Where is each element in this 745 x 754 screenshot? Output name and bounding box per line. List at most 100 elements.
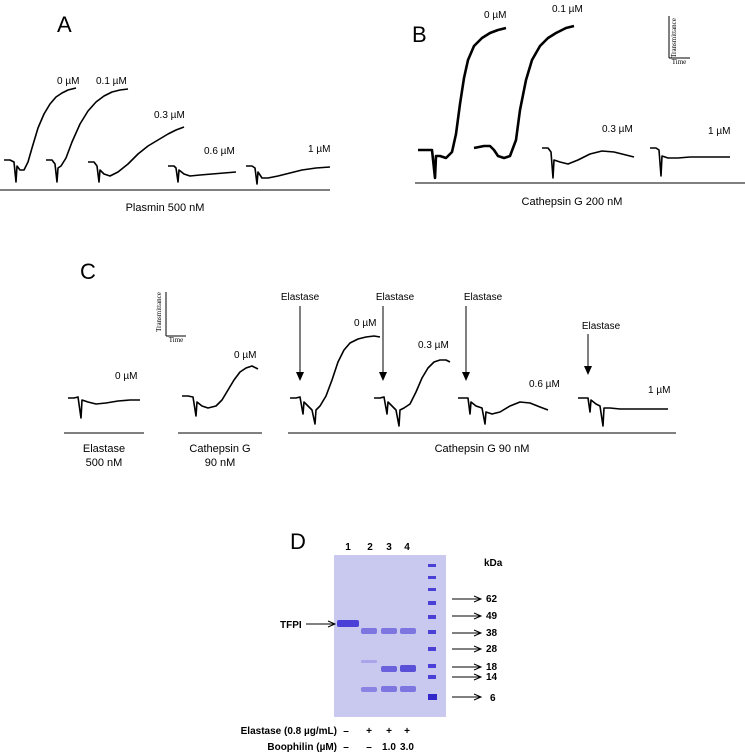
panel-d-band-l2-mid [361, 660, 377, 663]
panel-d-ladder-band [428, 694, 437, 700]
panel-d-lane-1: 1 [345, 542, 351, 553]
panel-b-letter: B [412, 22, 427, 47]
panel-c-trace-cathepsin [182, 365, 259, 417]
panel-c-arrow-2-head [379, 372, 387, 381]
panel-d-marker-62: 62 [486, 594, 498, 605]
panel-a-caption: Plasmin 500 nM [126, 202, 205, 214]
panel-c-conc-5: 1 µM [648, 385, 670, 396]
panel-d-boophilin-label: Boophilin (µM) [267, 742, 337, 753]
panel-d-boophilin-lane-4: 3.0 [400, 742, 414, 753]
panel-c-conc-2: 0 µM [354, 318, 376, 329]
panel-d-ladder-band [428, 664, 436, 668]
panel-d-ladder-band [428, 630, 436, 634]
panel-c-caption-elastase-2: 500 nM [86, 457, 123, 469]
panel-b-scale-y-label: Transmittance [670, 18, 678, 58]
panel-b-conc-3: 1 µM [708, 126, 730, 137]
panel-c-caption-cathepsin-1: Cathepsin G [189, 443, 250, 455]
panel-d-elastase-lane-4: + [404, 726, 410, 737]
panel-d-ladder-band [428, 576, 436, 579]
panel-b-trace-0.1uM [473, 24, 575, 160]
panel-d-marker-18: 18 [486, 662, 498, 673]
panel-d-kda-label: kDa [484, 558, 503, 569]
panel-b-conc-1: 0.1 µM [552, 4, 583, 15]
panel-b-trace-1uM [650, 147, 730, 177]
panel-b-caption: Cathepsin G 200 nM [522, 196, 623, 208]
panel-d-band-l3-low [381, 686, 397, 692]
panel-d-marker-arrows [452, 595, 483, 701]
panel-b-conc-2: 0.3 µM [602, 124, 633, 135]
panel-d-ladder-band [428, 601, 436, 605]
panel-b-conc-0: 0 µM [484, 10, 506, 21]
panel-d-elastase-lane-2: + [366, 726, 372, 737]
panel-d-lane-2: 2 [367, 542, 373, 553]
panel-c-conc-1: 0 µM [234, 350, 256, 361]
panel-d-boophilin-lane-2: – [366, 742, 372, 753]
panel-c-arrow-label-2: Elastase [376, 292, 415, 303]
panel-a-conc-3: 0.6 µM [204, 146, 235, 157]
panel-d-band-l3-38 [381, 628, 397, 634]
panel-d-ladder-band [428, 615, 436, 619]
panel-a-conc-1: 0.1 µM [96, 76, 127, 87]
panel-c-caption-group: Cathepsin G 90 nM [435, 443, 530, 455]
panel-b-trace-0uM [418, 26, 507, 180]
panel-c-conc-4: 0.6 µM [529, 379, 560, 390]
panel-c-arrow-4-head [584, 366, 592, 375]
panel-d-ladder-band [428, 588, 436, 591]
panel-d-ladder-band [428, 564, 436, 567]
panel-a-trace-0.1uM [46, 88, 129, 183]
panel-d-elastase-label: Elastase (0.8 µg/mL) [241, 726, 337, 737]
panel-d-lane-4: 4 [404, 542, 410, 553]
panel-d-band-tfpi [337, 620, 359, 627]
panel-c-trace-combo-0.6uM [458, 397, 549, 425]
panel-d-marker-49: 49 [486, 611, 498, 622]
panel-d-tfpi-label: TFPI [280, 620, 302, 631]
panel-d-band-l4-38 [400, 628, 416, 634]
panel-c-conc-0: 0 µM [115, 371, 137, 382]
panel-d-ladder-band [428, 647, 436, 651]
panel-c-arrow-label-3: Elastase [464, 292, 503, 303]
panel-c-trace-combo-0uM [290, 335, 381, 425]
panel-c-arrow-3-head [462, 372, 470, 381]
panel-d-gel [334, 555, 446, 717]
panel-c-trace-elastase [68, 396, 140, 419]
panel-c-letter: C [80, 259, 96, 284]
panel-c-arrow-label-4: Elastase [582, 321, 621, 332]
panel-d-ladder-band [428, 675, 436, 679]
panel-c-trace-combo-0.3uM [374, 359, 451, 427]
panel-c-arrow-1-head [296, 372, 304, 381]
panel-c-caption-cathepsin-2: 90 nM [205, 457, 236, 469]
panel-d-letter: D [290, 529, 306, 554]
panel-c-scale-x-label: Time [169, 336, 184, 344]
panel-a-letter: A [57, 12, 72, 37]
panel-a-trace-1uM [246, 165, 331, 185]
panel-b-scale-x-label: Time [672, 58, 687, 66]
panel-c-arrow-label-1: Elastase [281, 292, 320, 303]
panel-d-elastase-lane-3: + [386, 726, 392, 737]
panel-d-boophilin-lane-1: – [343, 742, 349, 753]
panel-d-marker-38: 38 [486, 628, 498, 639]
panel-c-caption-elastase-1: Elastase [83, 443, 125, 455]
panel-b-trace-0.3uM [542, 147, 635, 179]
panel-a-conc-4: 1 µM [308, 144, 330, 155]
panel-c-trace-combo-1uM [578, 397, 668, 427]
panel-c-scale-y-label: Transmittance [155, 292, 163, 332]
panel-a-conc-2: 0.3 µM [154, 110, 185, 121]
panel-a-trace-0.6uM [168, 165, 237, 183]
panel-a-trace-0.3uM [88, 126, 185, 183]
panel-a-conc-0: 0 µM [57, 76, 79, 87]
panel-a-trace-0uM [4, 87, 77, 183]
panel-d-marker-14: 14 [486, 672, 498, 683]
panel-d-band-l4-low [400, 686, 416, 692]
panel-d-boophilin-lane-3: 1.0 [382, 742, 396, 753]
panel-d-band-l2-38 [361, 628, 377, 634]
panel-d-tfpi-arrow-head [327, 620, 337, 628]
panel-d-band-l4-18 [400, 665, 416, 672]
panel-d-lane-3: 3 [386, 542, 392, 553]
panel-d-band-l3-18 [381, 666, 397, 672]
panel-c-conc-3: 0.3 µM [418, 340, 449, 351]
panel-d-marker-28: 28 [486, 644, 498, 655]
panel-d-elastase-lane-1: – [343, 726, 349, 737]
panel-d-marker-6: 6 [490, 693, 496, 704]
panel-d-band-l2-low [361, 687, 377, 692]
